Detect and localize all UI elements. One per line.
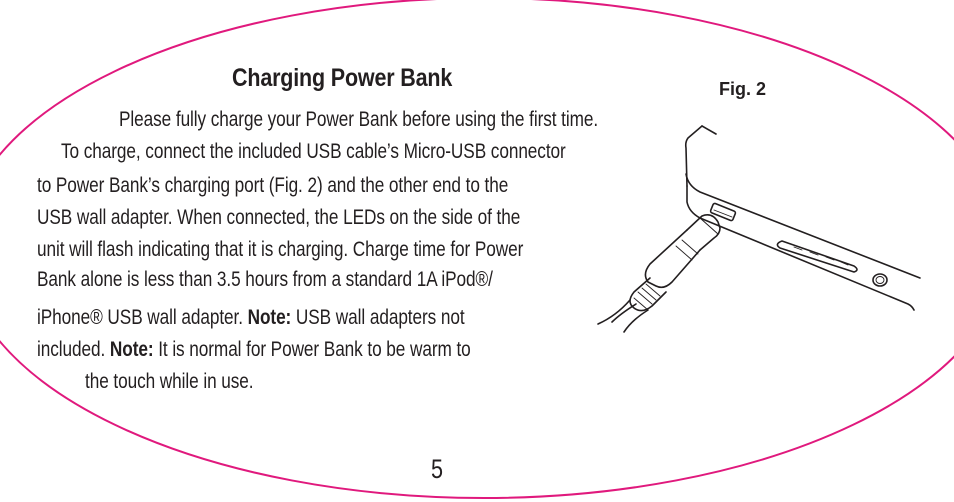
usb-cable [611, 303, 637, 323]
body-line-6: iPhone® USB wall adapter. Note: USB wall… [37, 306, 465, 330]
body-line-8: the touch while in use. [85, 370, 254, 393]
body-line-4: unit will flash indicating that it is ch… [37, 238, 524, 261]
power-bank-front-face [685, 173, 921, 279]
note-text: It is normal for Power Bank to be warm t… [153, 338, 471, 361]
body-line-5: Bank alone is less than 3.5 hours from a… [37, 268, 493, 291]
body-line-7: included. Note: It is normal for Power B… [37, 338, 471, 362]
body-line-1: To charge, connect the included USB cabl… [61, 140, 566, 163]
body-line-7-text: included. [37, 338, 110, 361]
body-line-3: USB wall adapter. When connected, the LE… [37, 206, 521, 229]
body-line-6-text: iPhone® USB wall adapter. [37, 306, 248, 329]
figure-label: Fig. 2 [719, 79, 767, 99]
power-bank-top-edge [684, 125, 703, 187]
note-text: USB wall adapters not [291, 306, 465, 329]
power-bank-illustration [597, 125, 921, 333]
body-line-2: to Power Bank’s charging port (Fig. 2) a… [37, 174, 509, 197]
note-label: Note: [109, 338, 154, 361]
intro-paragraph: Please fully charge your Power Bank befo… [119, 108, 599, 131]
section-title: Charging Power Bank [232, 64, 453, 92]
charging-port [709, 202, 737, 222]
page-number: 5 [431, 454, 444, 484]
micro-usb-connector [686, 214, 721, 251]
power-button-icon [872, 273, 888, 287]
cable-strain-relief [629, 277, 667, 312]
table-surface-line [597, 299, 631, 325]
note-label: Note: [247, 306, 292, 329]
led-indicator-strip [776, 240, 858, 273]
